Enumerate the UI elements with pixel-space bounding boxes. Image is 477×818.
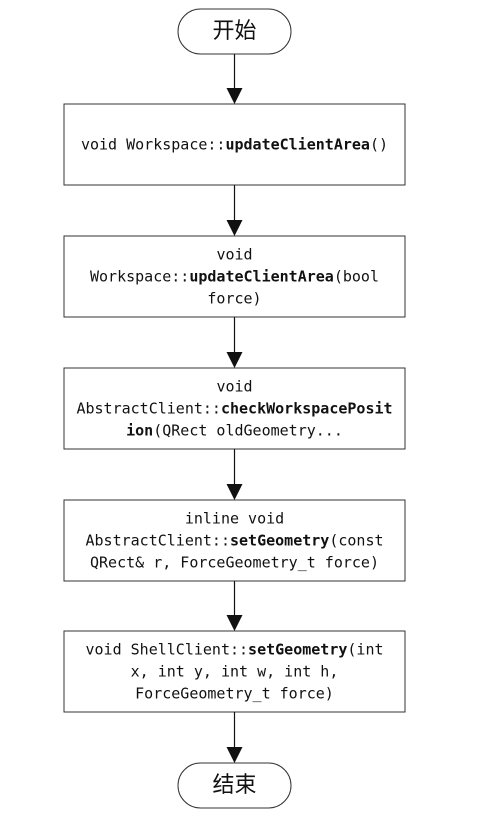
step-1-text: void Workspace::updateClientArea() [81,136,388,154]
function-name: checkWorkspacePosit [221,400,393,418]
signature-text: void Workspace:: [81,136,226,154]
start-terminal: 开始 [177,8,292,55]
signature-text: QRect& r, ForceGeometry_t force) [90,554,379,572]
signature-text: (int [347,641,383,659]
step-line: ion(QRect oldGeometry... [126,422,343,440]
start-label: 开始 [212,19,256,44]
signature-text: (bool [334,268,379,286]
signature-text: (QRect oldGeometry... [153,422,343,440]
signature-text: force) [207,290,261,308]
function-name: setGeometry [230,532,329,550]
step-line: Workspace::updateClientArea(bool [90,268,379,286]
connector-3 [226,317,243,368]
step-line: AbstractClient::setGeometry(const [85,532,383,550]
step-line: QRect& r, ForceGeometry_t force) [90,554,379,572]
signature-text: AbstractClient:: [76,400,221,418]
signature-text: AbstractClient:: [85,532,230,550]
connector-4 [226,449,243,500]
function-name: ion [126,422,153,440]
signature-text: void [216,378,252,396]
signature-text: x, int y, int w, int h, [131,663,339,681]
step-line: force) [207,290,261,308]
function-name: setGeometry [248,641,347,659]
connector-1 [226,54,243,104]
step-line: inline void [185,510,284,528]
step-line: void ShellClient::setGeometry(int [85,641,383,659]
end-label: 结束 [212,773,256,798]
step-line: void [216,246,252,264]
signature-text: ForceGeometry_t force) [135,685,334,703]
signature-text: (const [329,532,383,550]
signature-text: () [370,136,388,154]
step-1-box: void Workspace::updateClientArea() [63,103,406,186]
step-line: void Workspace::updateClientArea() [81,136,388,154]
signature-text: void ShellClient:: [85,641,248,659]
end-terminal: 结束 [177,762,292,809]
step-line: void [216,378,252,396]
signature-text: void [216,246,252,264]
step-line: AbstractClient::checkWorkspacePosit [76,400,392,418]
connector-6 [226,712,243,763]
function-name: updateClientArea [189,268,334,286]
connector-5 [226,581,243,631]
connector-2 [226,185,243,236]
step-line: ForceGeometry_t force) [135,685,334,703]
function-name: updateClientArea [225,136,370,154]
signature-text: inline void [185,510,284,528]
signature-text: Workspace:: [90,268,189,286]
step-line: x, int y, int w, int h, [131,663,339,681]
